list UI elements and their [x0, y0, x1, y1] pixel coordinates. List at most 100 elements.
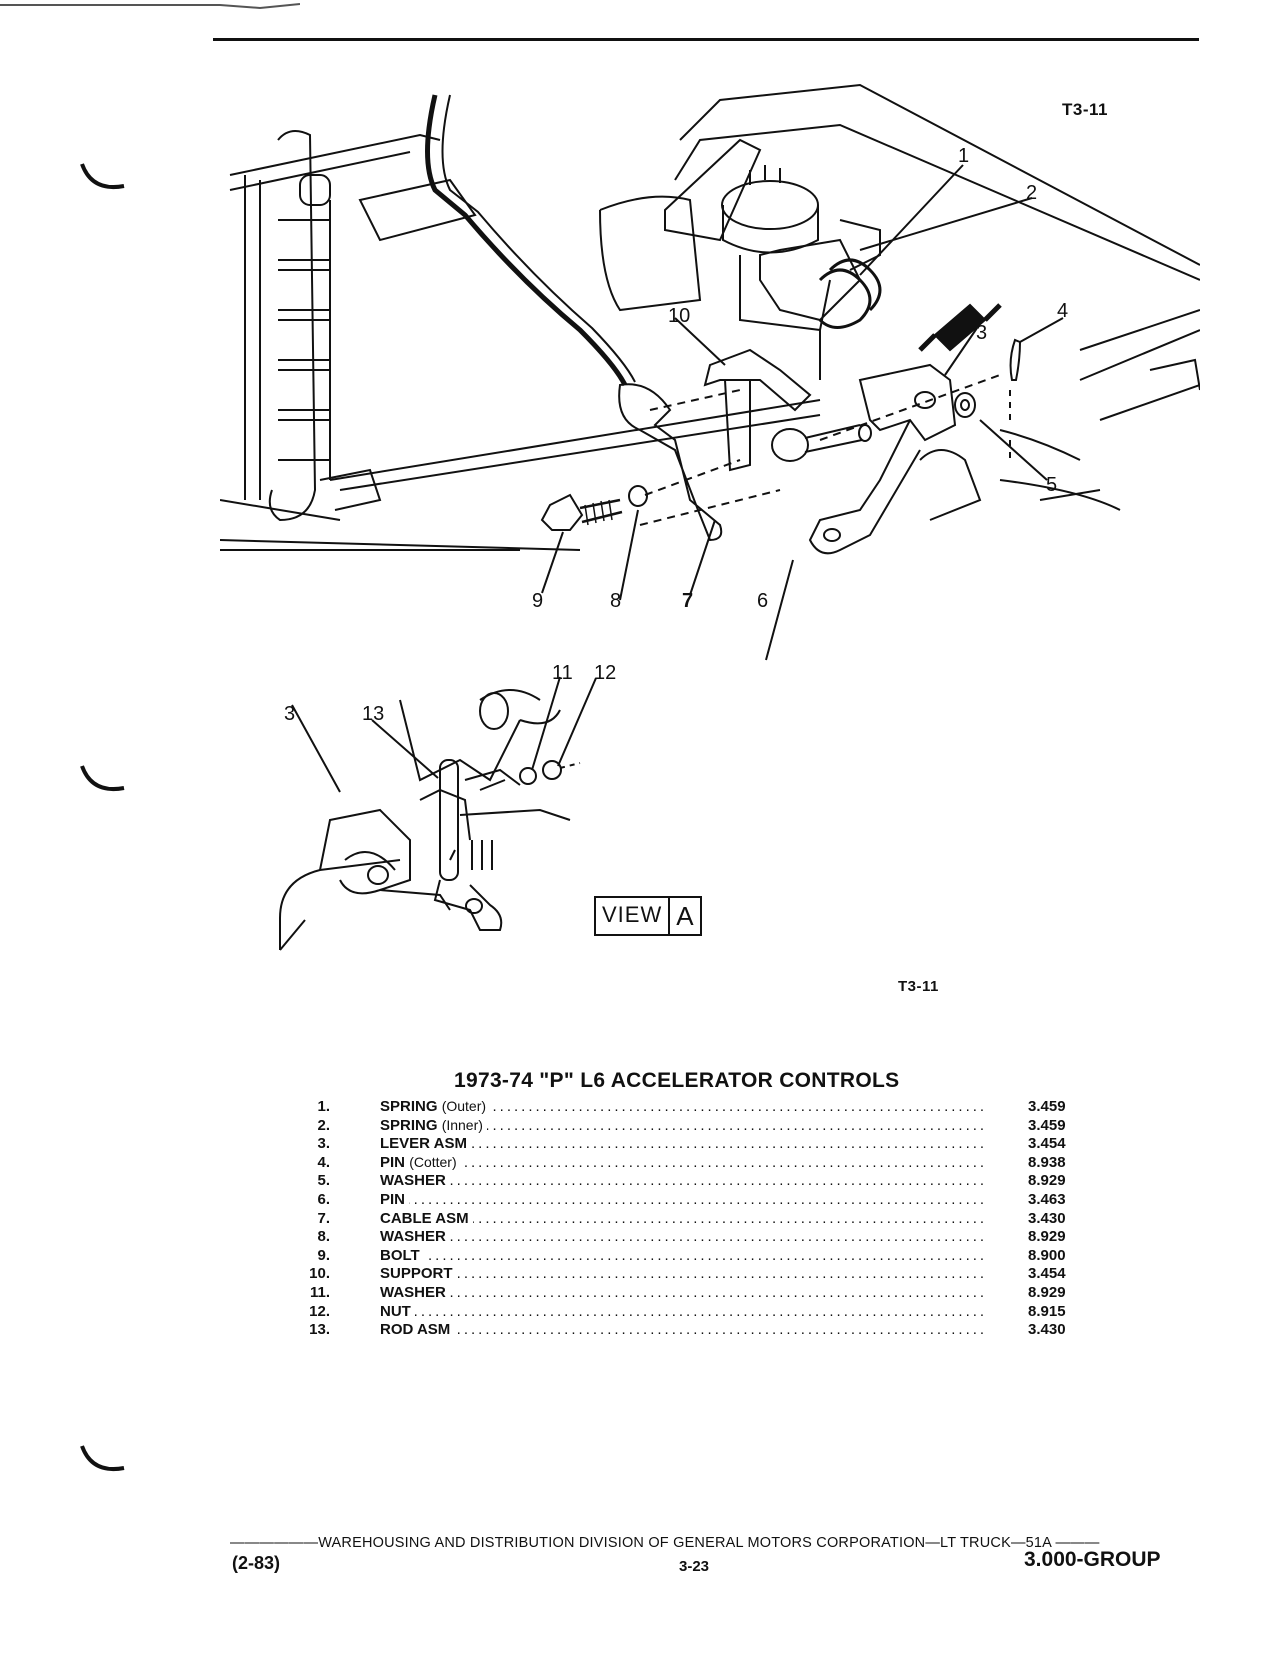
view-word: VIEW: [602, 902, 663, 927]
scan-mark: [0, 3, 300, 10]
part-group-number: 3.454: [1028, 1265, 1066, 1283]
callout-number: 13: [362, 703, 385, 725]
callout-number: 1: [958, 145, 970, 167]
part-group-number: 3.454: [1028, 1135, 1066, 1153]
section-title: 1973-74 "P" L6 ACCELERATOR CONTROLS: [454, 1069, 900, 1092]
part-number: 1.: [317, 1098, 330, 1115]
table-row: 5.WASHER ...............................…: [290, 1172, 1090, 1191]
leader-dots: ........................................…: [385, 1302, 985, 1320]
callout-number: 2: [1026, 182, 1038, 204]
part-name: PIN: [380, 1153, 406, 1171]
footer-line-text: WAREHOUSING AND DISTRIBUTION DIVISION OF…: [318, 1535, 1052, 1551]
callout-number: 3: [976, 322, 988, 344]
part-name-cell: PIN (Cotter): [380, 1153, 461, 1171]
callout-number: 6: [757, 590, 769, 612]
binder-hole-mark: [80, 1445, 125, 1471]
part-name: PIN: [380, 1190, 406, 1208]
part-group-number: 8.929: [1028, 1283, 1066, 1301]
part-name-cell: NUT: [380, 1302, 415, 1320]
part-group-number: 3.430: [1028, 1209, 1066, 1227]
leader-dots: ........................................…: [385, 1172, 985, 1190]
part-name-cell: WASHER: [380, 1228, 450, 1246]
part-name-cell: LEVER ASM: [380, 1135, 471, 1153]
part-name-cell: SPRING (Outer): [380, 1098, 491, 1115]
footer-group: 3.000-GROUP: [1024, 1548, 1161, 1571]
part-name-cell: SPRING (Inner): [380, 1116, 487, 1134]
part-name: CABLE ASM: [380, 1209, 469, 1227]
part-name: NUT: [380, 1302, 411, 1320]
figure-code-top: T3-11: [1062, 100, 1108, 119]
leader-dots: ........................................…: [385, 1246, 985, 1264]
table-row: 13.ROD ASM .............................…: [290, 1321, 1090, 1340]
part-number: 8.: [317, 1228, 330, 1246]
part-number: 11.: [309, 1283, 330, 1301]
table-row: 8. WASHER ...............................…: [290, 1228, 1090, 1247]
table-row: 4. PIN (Cotter)..........................…: [290, 1153, 1090, 1173]
callout-number: 12: [594, 662, 617, 684]
table-row: 6. PIN ..................................…: [290, 1190, 1090, 1210]
part-group-number: 8.900: [1028, 1246, 1066, 1264]
part-name-cell: WASHER: [380, 1283, 450, 1301]
part-qualifier: (Outer): [441, 1098, 487, 1114]
table-row: 1. SPRING (Outer)........................…: [290, 1098, 1090, 1117]
part-group-number: 8.915: [1028, 1302, 1066, 1320]
callout-number: 9: [532, 590, 544, 612]
top-rule: [213, 38, 1199, 41]
part-group-number: 8.929: [1028, 1172, 1066, 1190]
part-name: WASHER: [380, 1228, 446, 1246]
table-row: 2.SPRING (Inner)........................…: [290, 1116, 1090, 1136]
part-qualifier: (Inner): [441, 1116, 483, 1133]
footer-publisher-line: ——————WAREHOUSING AND DISTRIBUTION DIVIS…: [230, 1535, 1100, 1551]
part-number: 12.: [309, 1302, 330, 1320]
leader-dots: ........................................…: [385, 1228, 985, 1246]
callout-number: 11: [552, 662, 573, 684]
part-number: 6.: [317, 1190, 330, 1208]
part-name: WASHER: [380, 1172, 446, 1190]
part-number: 7.: [317, 1209, 330, 1227]
part-name: WASHER: [380, 1283, 446, 1301]
part-name-cell: BOLT: [380, 1246, 424, 1264]
leader-dots: ........................................…: [385, 1283, 985, 1301]
leader-dots: ........................................…: [385, 1153, 985, 1171]
part-name: BOLT: [380, 1246, 420, 1264]
part-number: 4.: [317, 1153, 330, 1171]
callout-number: 7: [682, 590, 694, 612]
part-group-number: 3.459: [1028, 1098, 1066, 1115]
parts-list: 1. SPRING (Outer)........................…: [290, 1098, 1090, 1340]
accelerator-controls-illustration: [220, 83, 1200, 951]
table-row: 7. CABLE ASM ............................…: [290, 1209, 1090, 1229]
part-number: 10.: [309, 1265, 330, 1283]
part-group-number: 3.463: [1028, 1190, 1066, 1208]
table-row: 11. WASHER ..............................…: [290, 1283, 1090, 1303]
part-group-number: 8.929: [1028, 1228, 1066, 1246]
part-name-cell: PIN: [380, 1190, 410, 1208]
footer-date: (2-83): [232, 1553, 281, 1573]
part-group-number: 3.430: [1028, 1321, 1066, 1339]
binder-hole-mark: [80, 765, 125, 791]
part-name: SPRING: [380, 1116, 438, 1134]
footer-page-number: 3-23: [679, 1558, 710, 1575]
leader-dots: ........................................…: [385, 1190, 985, 1208]
figure-code-bottom: T3-11: [898, 978, 939, 995]
leader-dots: ........................................…: [385, 1098, 985, 1115]
part-qualifier: (Cotter): [409, 1153, 457, 1170]
part-name: LEVER ASM: [380, 1135, 467, 1153]
part-group-number: 3.459: [1028, 1116, 1066, 1134]
table-row: 12. NUT .................................…: [290, 1302, 1090, 1322]
part-group-number: 8.938: [1028, 1153, 1066, 1171]
table-row: 9. BOLT .................................…: [290, 1246, 1090, 1266]
callout-number: 3: [284, 703, 296, 725]
leader-dots: ........................................…: [385, 1135, 985, 1153]
part-number: 9.: [317, 1246, 330, 1264]
part-number: 13.: [309, 1321, 330, 1339]
view-a-label: VIEW A: [594, 896, 702, 936]
part-name-cell: ROD ASM: [380, 1321, 455, 1339]
leader-dots: ........................................…: [385, 1209, 985, 1227]
leader-dots: ........................................…: [385, 1265, 985, 1283]
part-number: 3.: [317, 1135, 330, 1153]
callout-number: 10: [668, 305, 691, 327]
binder-hole-mark: [80, 163, 125, 189]
table-row: 3. LEVER ASM ............................…: [290, 1135, 1090, 1154]
part-name: SPRING: [380, 1098, 438, 1115]
callout-number: 8: [610, 590, 622, 612]
